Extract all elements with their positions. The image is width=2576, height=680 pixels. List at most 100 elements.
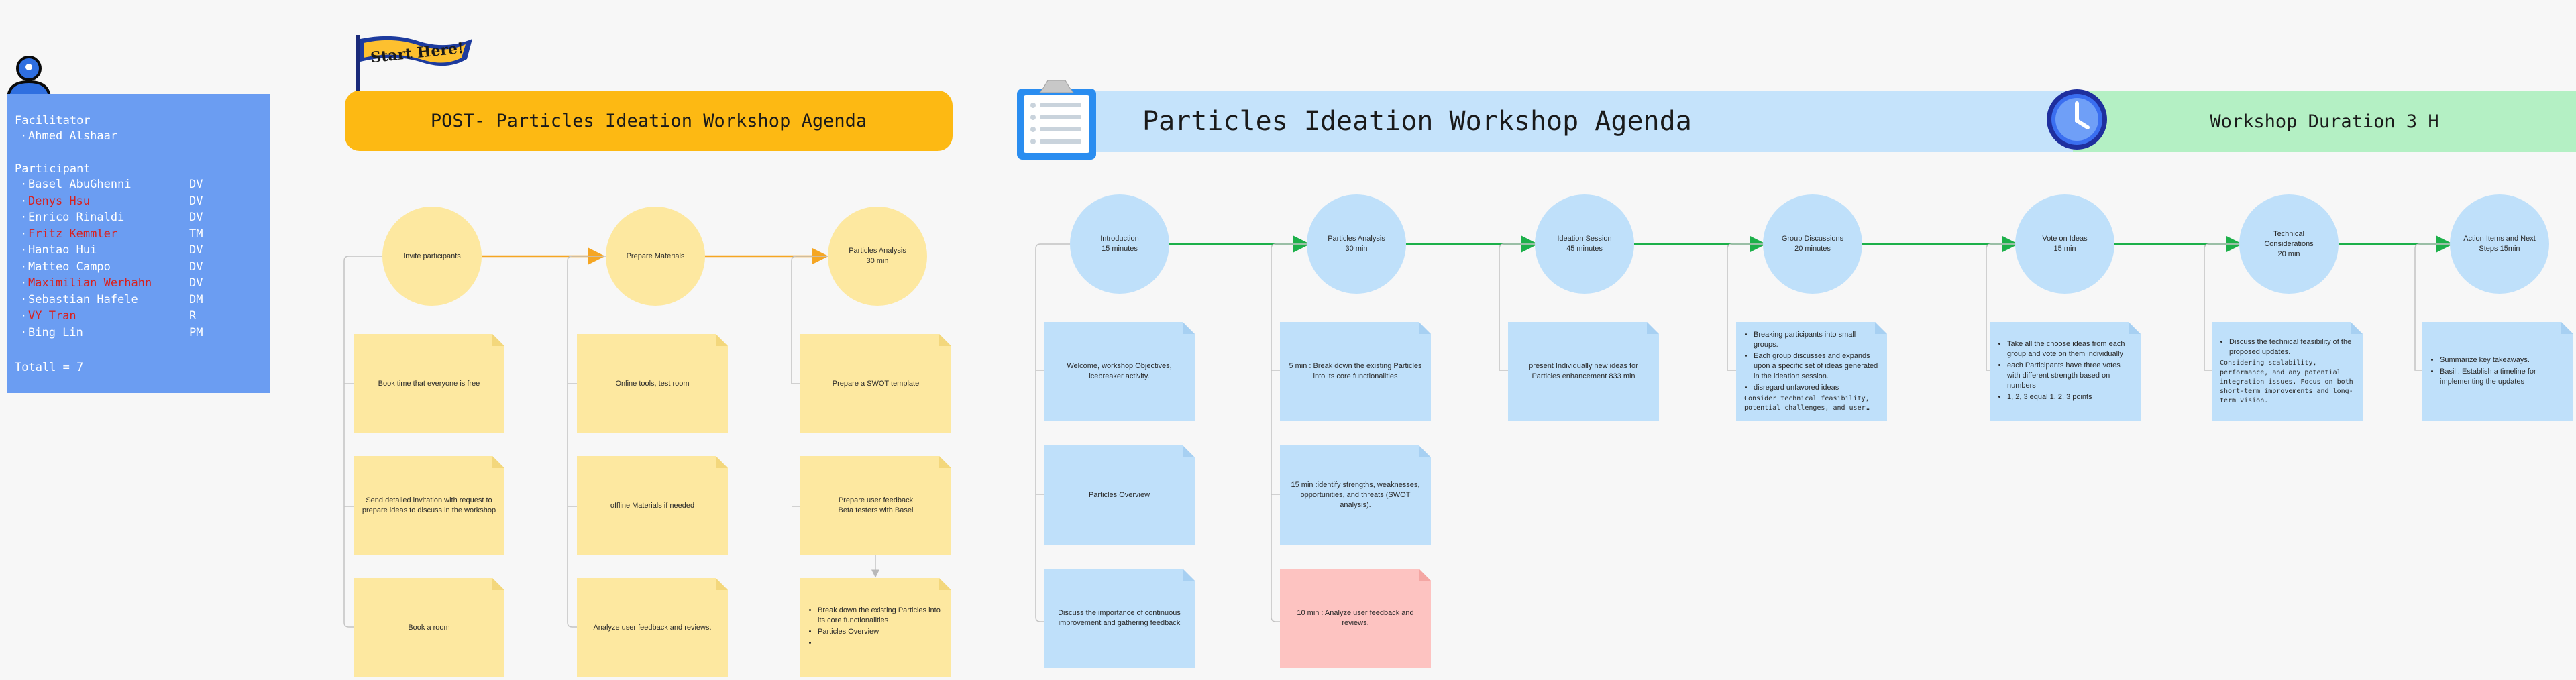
note-bullet: Discuss the technical feasibility of the… — [2229, 337, 2355, 357]
bullet: · — [20, 243, 28, 257]
workshop-step-circle: Introduction 15 minutes — [1070, 194, 1169, 294]
sticky-note: Discuss the technical feasibility of the… — [2212, 322, 2363, 421]
clock-icon — [2047, 89, 2107, 150]
note-bullet: disregard unfavored ideas — [1754, 383, 1879, 393]
note-bullets: Summarize key takeaways.Basil : Establis… — [2430, 355, 2565, 387]
note-bullet: each Participants have three votes with … — [2007, 361, 2133, 391]
bullet: · — [20, 276, 28, 290]
participant-role: DV — [189, 178, 203, 191]
participant-role: R — [189, 309, 197, 323]
bullet: · — [20, 325, 28, 339]
post-step-circle: Invite participants — [382, 207, 482, 306]
note-content: Discuss the technical feasibility of the… — [2220, 337, 2355, 406]
sticky-note: Breaking participants into small groups.… — [1736, 322, 1887, 421]
note-bullets: Take all the choose ideas from each grou… — [1998, 339, 2133, 402]
sticky-note: present Individually new ideas for Parti… — [1508, 322, 1659, 421]
participant-role: TM — [189, 227, 203, 241]
note-text: Prepare a SWOT template — [832, 379, 920, 388]
note-text: Book a room — [408, 623, 450, 632]
bullet: · — [20, 260, 28, 274]
facilitator-heading: Facilitator — [15, 114, 91, 127]
participant-role: PM — [189, 325, 203, 339]
participant-role: DV — [189, 276, 203, 290]
sticky-note: 10 min : Analyze user feedback and revie… — [1280, 569, 1431, 668]
facilitator-row: ·Ahmed Alshaar — [20, 129, 118, 143]
participant-name: Hantao Hui — [28, 243, 97, 257]
workshop-step-circle: Ideation Session 45 minutes — [1535, 194, 1634, 294]
participant-role: DV — [189, 260, 203, 274]
note-bullet: Break down the existing Particles into i… — [818, 606, 943, 626]
note-bullet: Breaking participants into small groups. — [1754, 330, 1879, 350]
workshop-step-circle: Vote on Ideas 15 min — [2015, 194, 2114, 294]
workshop-step-circle: Technical Considerations 20 min — [2239, 194, 2339, 294]
note-text: Discuss the importance of continuous imp… — [1058, 609, 1181, 627]
note-text: Book time that everyone is free — [378, 379, 480, 388]
participant-name: Basel AbuGhenni — [28, 178, 131, 191]
note-bullet: Take all the choose ideas from each grou… — [2007, 339, 2133, 359]
sticky-note: Summarize key takeaways.Basil : Establis… — [2422, 322, 2573, 421]
participant-name: Fritz Kemmler — [28, 227, 118, 241]
note-bullet — [818, 638, 943, 648]
user-icon — [6, 56, 52, 101]
sticky-note: offline Materials if needed — [577, 456, 728, 555]
bullet: · — [20, 292, 28, 306]
post-step-circle: Prepare Materials — [606, 207, 705, 306]
participant-name: Bing Lin — [28, 325, 83, 339]
clipboard-icon — [1017, 80, 1096, 160]
participant-name: Denys Hsu — [28, 194, 91, 208]
note-text: 5 min : Break down the existing Particle… — [1289, 362, 1422, 380]
sticky-note: Analyze user feedback and reviews. — [577, 578, 728, 677]
note-text: 10 min : Analyze user feedback and revie… — [1297, 609, 1414, 627]
note-bullet: Each group discusses and expands upon a … — [1754, 351, 1879, 382]
workshop-agenda-title: Particles Ideation Workshop Agenda — [1142, 106, 1692, 137]
workshop-step-circle: Particles Analysis 30 min — [1307, 194, 1406, 294]
note-text: Welcome, workshop Objectives, icebreaker… — [1067, 362, 1172, 380]
note-text: Analyze user feedback and reviews. — [593, 623, 712, 632]
post-step-circle: Particles Analysis 30 min — [828, 207, 927, 306]
note-text: 15 min :identify strengths, weaknesses, … — [1291, 480, 1420, 509]
workshop-duration-banner: Workshop Duration 3 H — [2073, 91, 2576, 152]
note-bullet: Particles Overview — [818, 627, 943, 637]
sticky-note: Welcome, workshop Objectives, icebreaker… — [1044, 322, 1195, 421]
sticky-note: Send detailed invitation with request to… — [354, 456, 504, 555]
participant-row: ·Sebastian Hafele DM — [20, 292, 262, 307]
note-content: Take all the choose ideas from each grou… — [1998, 339, 2133, 404]
note-bullets: Discuss the technical feasibility of the… — [2220, 337, 2355, 357]
sticky-note: Discuss the importance of continuous imp… — [1044, 569, 1195, 668]
participant-name: Enrico Rinaldi — [28, 211, 125, 224]
note-content: Summarize key takeaways.Basil : Establis… — [2430, 355, 2565, 388]
participant-name: Matteo Campo — [28, 260, 111, 274]
participants-panel: Facilitator ·Ahmed Alshaar Participant ·… — [7, 94, 270, 393]
sticky-note: Particles Overview — [1044, 445, 1195, 545]
note-mono-text: Considering scalability, performance, an… — [2220, 359, 2353, 404]
note-content: Break down the existing Particles into i… — [808, 606, 943, 650]
workshop-step-circle: Group Discussions 20 minutes — [1763, 194, 1862, 294]
sticky-note: Break down the existing Particles into i… — [800, 578, 951, 677]
note-bullet: Basil : Establish a timeline for impleme… — [2440, 367, 2565, 387]
sticky-note: Take all the choose ideas from each grou… — [1990, 322, 2141, 421]
bullet: · — [20, 194, 28, 208]
note-text: offline Materials if needed — [610, 501, 695, 510]
bullet: · — [20, 309, 28, 323]
note-content: Breaking participants into small groups.… — [1744, 330, 1879, 413]
note-bullets: Break down the existing Particles into i… — [808, 606, 943, 648]
participant-role: DV — [189, 211, 203, 224]
post-workshop-banner: POST- Particles Ideation Workshop Agenda — [345, 91, 953, 151]
sticky-note: Book a room — [354, 578, 504, 677]
facilitator-name: Ahmed Alshaar — [28, 129, 118, 143]
participant-row: ·Bing Lin PM — [20, 325, 262, 340]
participant-row: ·Matteo Campo DV — [20, 260, 262, 274]
participant-name: Sebastian Hafele — [28, 292, 138, 306]
note-text: Send detailed invitation with request to… — [362, 496, 496, 514]
sticky-note: 5 min : Break down the existing Particle… — [1280, 322, 1431, 421]
participant-total: Totall = 7 — [15, 361, 84, 374]
sticky-note: Prepare user feedback Beta testers with … — [800, 456, 951, 555]
sticky-note: Book time that everyone is free — [354, 334, 504, 433]
participant-role: DM — [189, 292, 203, 306]
